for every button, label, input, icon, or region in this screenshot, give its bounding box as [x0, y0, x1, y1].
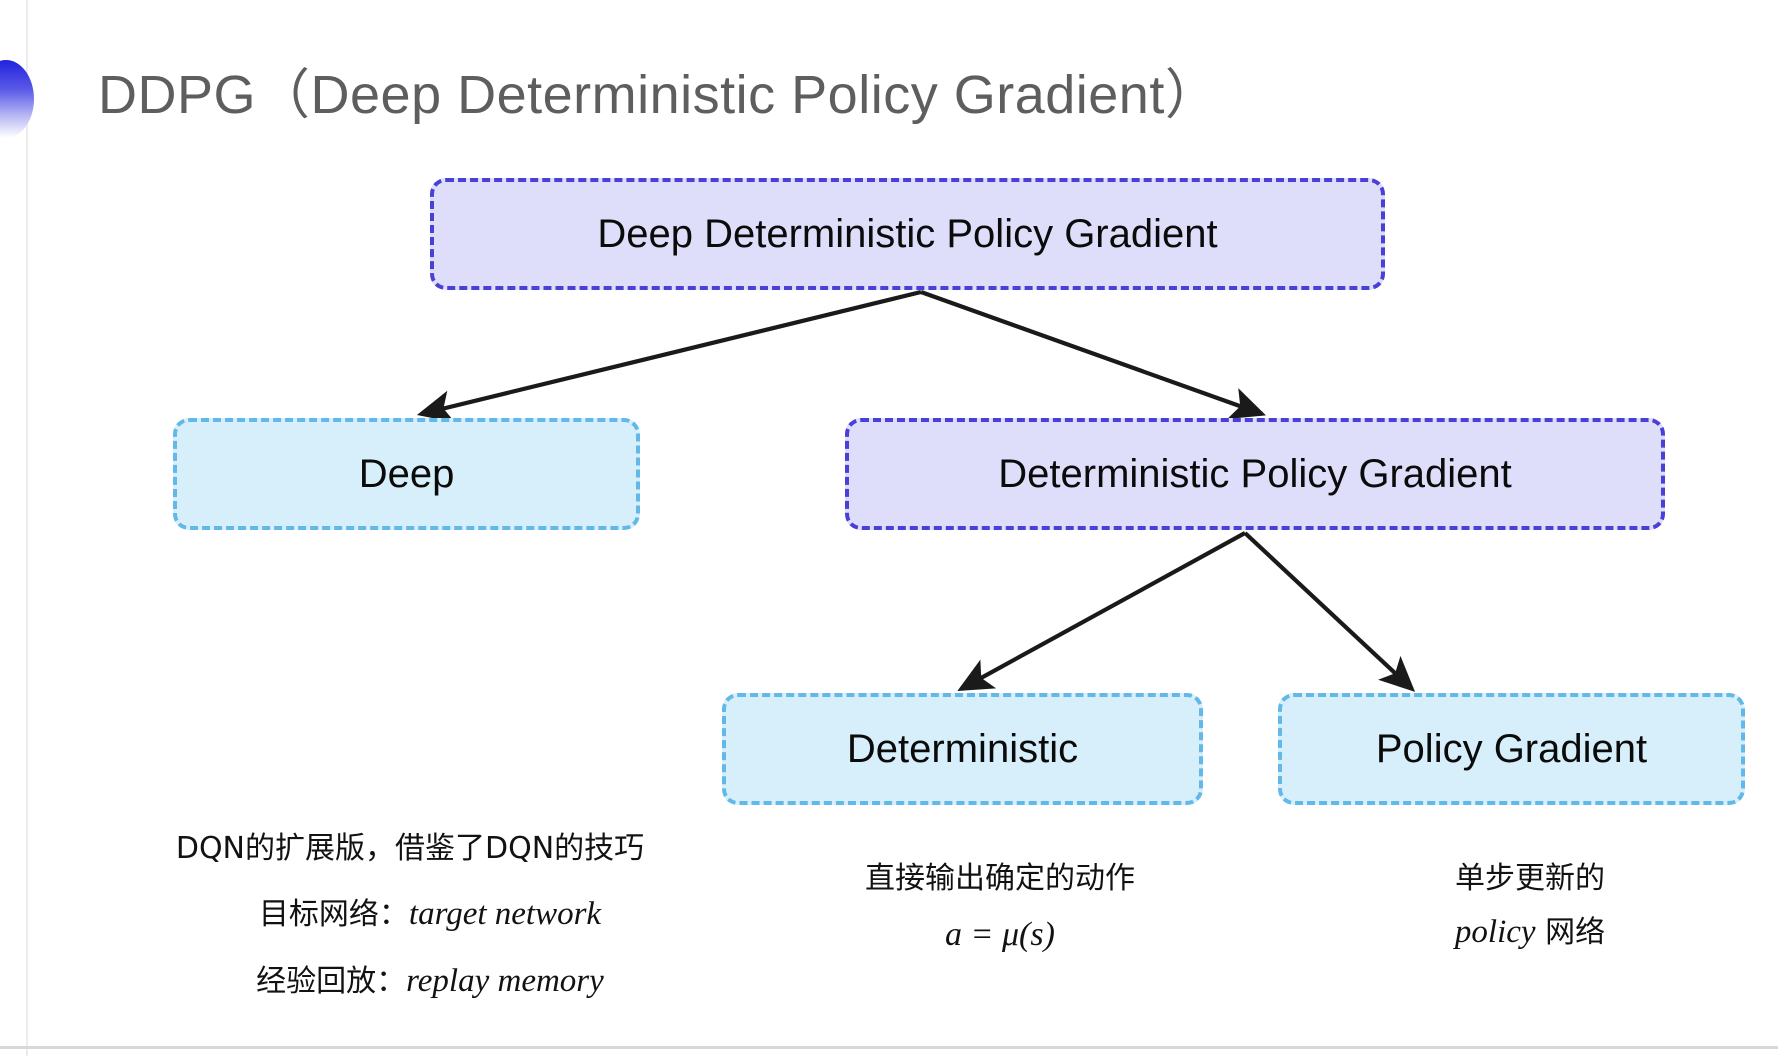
- node-deterministic-label: Deterministic: [846, 727, 1079, 771]
- caption-policy-gradient-line-2-cn: 网络: [1535, 914, 1606, 950]
- node-deterministic[interactable]: Deterministic: [722, 693, 1203, 805]
- caption-deep-line-2-en: target network: [408, 895, 602, 932]
- edge-root-to-dpg: [920, 290, 1266, 419]
- node-deep[interactable]: Deep: [173, 418, 640, 530]
- caption-deterministic-line-1: 直接输出确定的动作: [865, 861, 1135, 896]
- gradient-circle-bullet-icon: [0, 60, 34, 138]
- caption-deep-line-2-cn: 目标网络：: [258, 896, 409, 932]
- caption-deep-line-1: DQN的扩展版，借鉴了DQN的技巧: [120, 826, 700, 873]
- page-title: DDPG（Deep Deterministic Policy Gradient）: [98, 65, 1220, 125]
- caption-deterministic: 直接输出确定的动作 a = μ(s): [780, 856, 1220, 961]
- caption-deep-line-2: 目标网络：target network: [120, 889, 700, 940]
- caption-deep-line-3-en: replay memory: [406, 962, 604, 999]
- edge-root-to-deep: [416, 289, 922, 423]
- left-edge-rule: [26, 0, 28, 1056]
- node-policy-gradient[interactable]: Policy Gradient: [1278, 693, 1745, 805]
- node-policy-gradient-label: Policy Gradient: [1375, 727, 1648, 771]
- node-root-label: Deep Deterministic Policy Gradient: [597, 212, 1218, 256]
- caption-deep-line-3: 经验回放：replay memory: [120, 956, 700, 1007]
- node-deep-label: Deep: [358, 452, 455, 496]
- slide-title-row: DDPG（Deep Deterministic Policy Gradient）: [0, 52, 1500, 162]
- node-deterministic-policy-gradient[interactable]: Deterministic Policy Gradient: [845, 418, 1665, 530]
- caption-policy-gradient-line-2: policy 网络: [1330, 907, 1730, 958]
- edge-dpg-to-policy-gradient: [1243, 531, 1416, 692]
- caption-policy-gradient-line-1: 单步更新的: [1455, 861, 1605, 896]
- bottom-rule: [0, 1046, 1778, 1049]
- caption-policy-gradient: 单步更新的 policy 网络: [1330, 856, 1730, 958]
- caption-deep: DQN的扩展版，借鉴了DQN的技巧 目标网络：target network 经验…: [120, 826, 700, 1023]
- caption-policy-gradient-line-2-en: policy: [1454, 913, 1536, 950]
- edge-dpg-to-deterministic: [957, 531, 1247, 692]
- caption-deterministic-formula: a = μ(s): [945, 915, 1055, 953]
- node-root[interactable]: Deep Deterministic Policy Gradient: [430, 178, 1385, 290]
- caption-deep-line-3-cn: 经验回放：: [256, 963, 407, 999]
- node-dpg-label: Deterministic Policy Gradient: [998, 452, 1512, 496]
- caption-deep-line-1-text: DQN的扩展版，借鉴了DQN的技巧: [175, 831, 645, 866]
